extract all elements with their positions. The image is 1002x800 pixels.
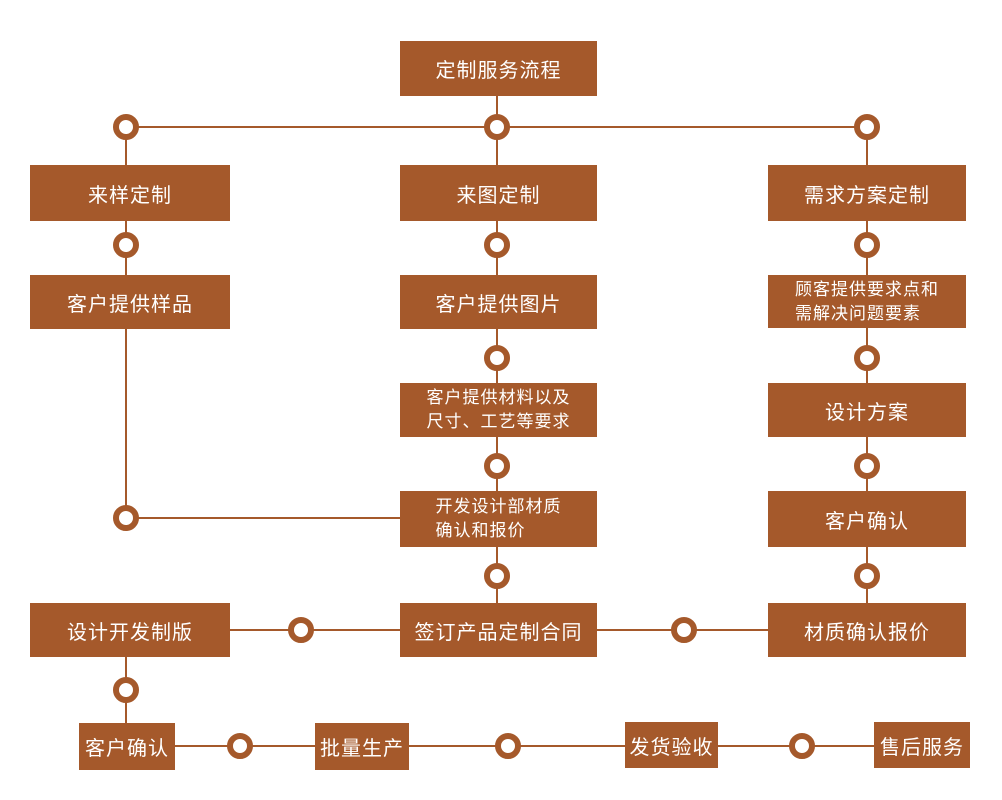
node-line: 确认和报价 — [435, 521, 526, 540]
junction-ring — [484, 232, 510, 258]
junction-ring — [484, 345, 510, 371]
node-line: 开发设计部材质 — [435, 497, 562, 516]
junction-ring — [671, 617, 697, 643]
node-sample-provide: 客户提供样品 — [30, 275, 230, 329]
node-dev-material-confirm: 开发设计部材质 确认和报价 — [400, 491, 597, 547]
junction-ring — [854, 232, 880, 258]
node-line: 客户提供材料以及 — [426, 388, 571, 407]
connector-left-long — [125, 329, 127, 518]
node-material-requirements: 客户提供材料以及 尺寸、工艺等要求 — [400, 383, 597, 437]
node-design-dev-plate: 设计开发制版 — [30, 603, 230, 657]
node-batch-production: 批量生产 — [315, 723, 409, 770]
junction-ring — [854, 114, 880, 140]
node-image-provide: 客户提供图片 — [400, 275, 597, 329]
node-sample-custom: 来样定制 — [30, 165, 230, 221]
node-after-sales: 售后服务 — [874, 722, 970, 768]
junction-ring — [288, 617, 314, 643]
node-image-custom: 来图定制 — [400, 165, 597, 221]
node-sign-contract: 签订产品定制合同 — [400, 603, 597, 657]
node-line: 顾客提供要求点和 — [795, 279, 939, 299]
node-material-quote: 材质确认报价 — [768, 603, 966, 657]
node-design-plan: 设计方案 — [768, 383, 966, 437]
junction-ring — [484, 114, 510, 140]
node-root: 定制服务流程 — [400, 41, 597, 96]
junction-ring — [113, 505, 139, 531]
node-demand-points: 顾客提供要求点和 需解决问题要素 — [768, 275, 966, 328]
junction-ring — [113, 114, 139, 140]
junction-ring — [113, 677, 139, 703]
node-client-confirm: 客户确认 — [768, 491, 966, 547]
connector-left-top — [125, 127, 127, 165]
node-client-confirm-bottom: 客户确认 — [79, 723, 175, 770]
connector-left-to-dev — [126, 517, 400, 519]
junction-ring — [484, 563, 510, 589]
junction-ring — [854, 345, 880, 371]
junction-ring — [495, 733, 521, 759]
connector-mid-top — [496, 127, 498, 165]
node-line: 尺寸、工艺等要求 — [426, 412, 571, 431]
node-line: 需解决问题要素 — [795, 303, 921, 323]
junction-ring — [854, 563, 880, 589]
junction-ring — [484, 453, 510, 479]
junction-ring — [113, 232, 139, 258]
connector-plate-contract — [230, 629, 400, 631]
connector-right-top — [866, 127, 868, 165]
node-shipping-acceptance: 发货验收 — [625, 722, 718, 768]
junction-ring — [227, 733, 253, 759]
junction-ring — [854, 453, 880, 479]
node-demand-custom: 需求方案定制 — [768, 165, 966, 221]
connector-title-stub — [496, 96, 498, 127]
junction-ring — [789, 733, 815, 759]
